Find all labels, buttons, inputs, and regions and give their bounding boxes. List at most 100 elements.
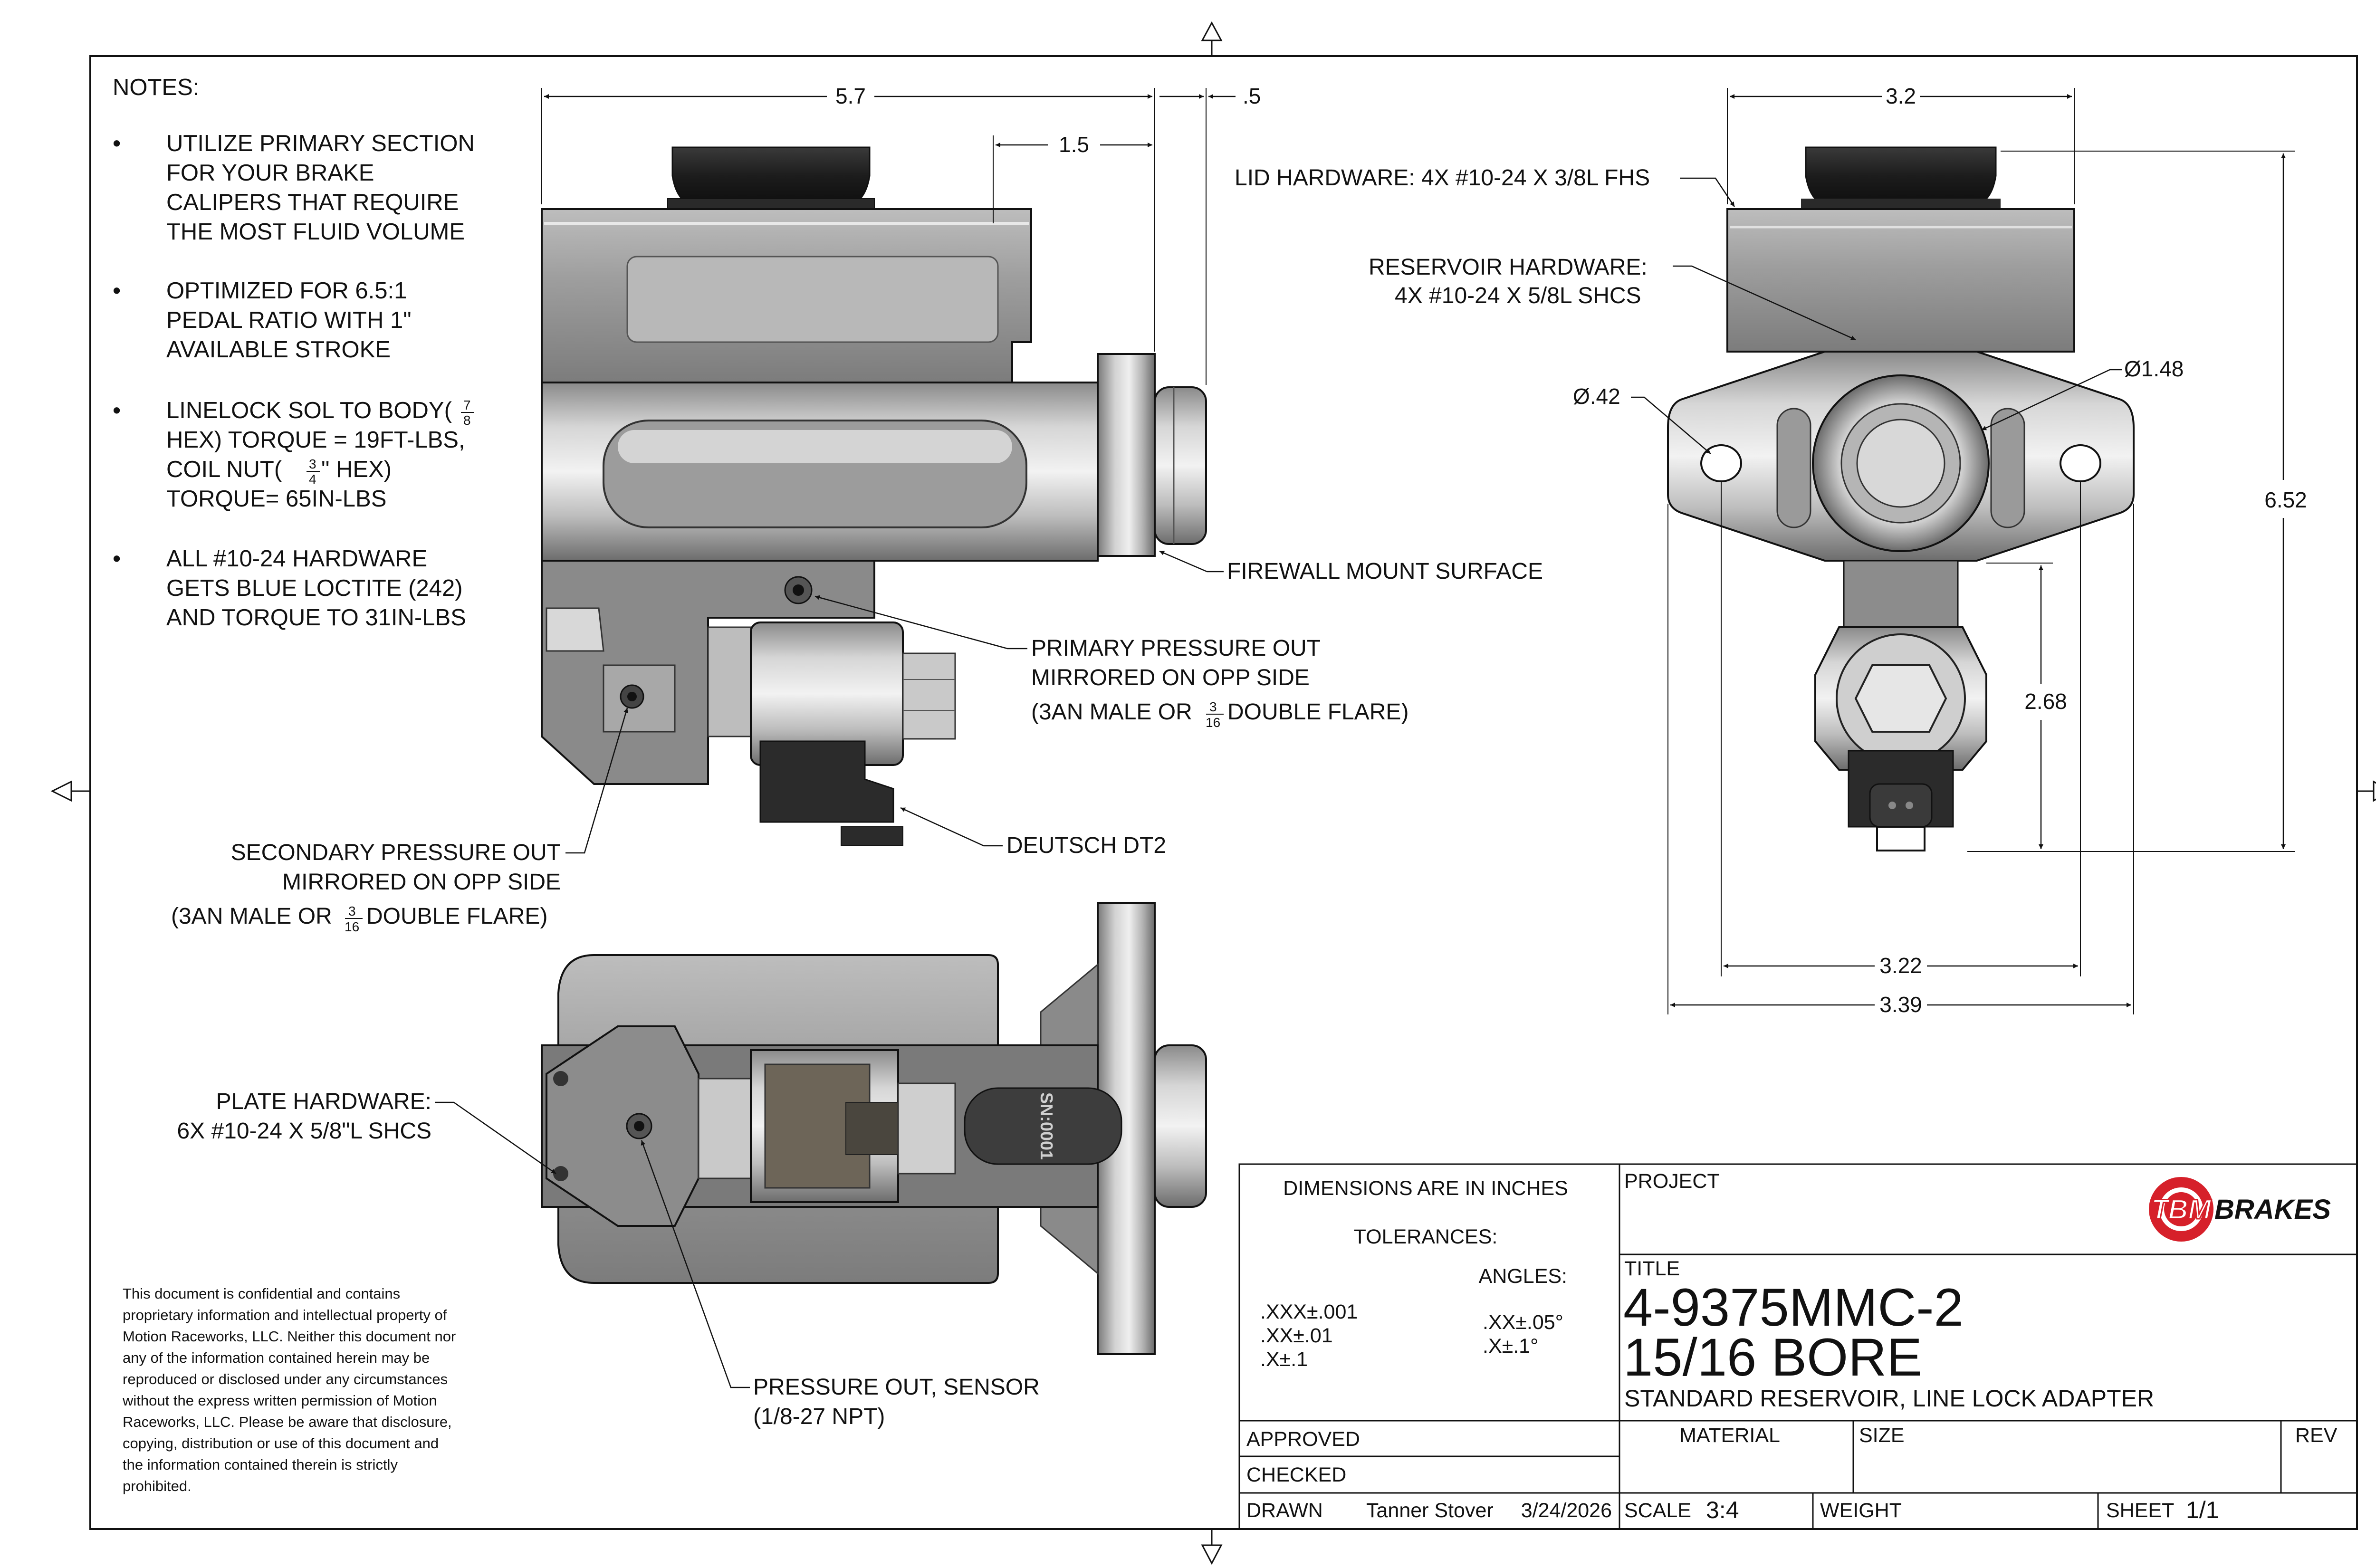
front-reservoir-cap (1805, 146, 1997, 206)
fraction-numerator: 3 (348, 904, 356, 918)
part-number: 4-9375MMC-2 (1623, 1278, 1964, 1337)
fraction-numerator: 3 (309, 457, 316, 471)
svg-text:proprietary information and in: proprietary information and intellectual… (123, 1307, 447, 1323)
note-3-line: COIL NUT( (166, 457, 282, 482)
front-view (1667, 146, 2135, 851)
tolerances-label: TOLERANCES: (1354, 1225, 1498, 1248)
note-4-line: GETS BLUE LOCTITE (242) (166, 575, 463, 601)
mount-hole-left (1700, 444, 1742, 482)
sheet-label: SHEET (2106, 1499, 2174, 1522)
callout-plate-hardware: PLATE HARDWARE: (216, 1089, 431, 1114)
note-bullet: • (113, 131, 121, 156)
svg-text:copying, distribution or use o: copying, distribution or use of this doc… (123, 1435, 439, 1452)
scale-label: SCALE (1624, 1499, 1691, 1522)
note-3-line: " HEX) (321, 457, 392, 482)
svg-text:any of the information contain: any of the information contained herein … (123, 1349, 430, 1366)
note-1-line: FOR YOUR BRAKE (166, 160, 374, 186)
title-block (1238, 1163, 2358, 1530)
callout-secondary-pressure: (3AN MALE OR (171, 904, 332, 929)
sheet-value: 1/1 (2186, 1497, 2219, 1523)
svg-text:reproduced or disclosed under: reproduced or disclosed under any circum… (123, 1371, 448, 1387)
rev-label: REV (2295, 1424, 2338, 1447)
logo-tbm: TBM (2151, 1194, 2212, 1225)
note-bullet: • (113, 398, 121, 423)
note-2-line: PEDAL RATIO WITH 1" (166, 307, 412, 333)
note-1-line: CALIPERS THAT REQUIRE (166, 190, 459, 215)
bottom-view: SN:0001 (541, 902, 1207, 1355)
title-block-text: DIMENSIONS ARE IN INCHES TOLERANCES: ANG… (1246, 1170, 2338, 1523)
angle-xx: .XX±.05° (1483, 1311, 1563, 1334)
fraction-numerator: 7 (463, 398, 471, 412)
tbm-brakes-logo: TBM BRAKES (2149, 1177, 2331, 1242)
dim-side-offset: .5 (1243, 84, 1261, 108)
side-view-dimensions: 5.7 1.5 .5 (541, 84, 1261, 385)
dim-front-lower: 2.68 (2024, 689, 2067, 714)
callout-deutsch: DEUTSCH DT2 (1006, 833, 1166, 858)
fraction-denominator: 16 (1206, 715, 1220, 730)
callout-primary-pressure: PRIMARY PRESSURE OUT (1031, 636, 1321, 661)
front-view-dimensions: 3.2 6.52 2.68 3.22 3.39 Ø.42 Ø1.48 (1573, 84, 2307, 1017)
callout-secondary-pressure: DOUBLE FLARE) (366, 904, 547, 929)
callout-primary-pressure: MIRRORED ON OPP SIDE (1031, 665, 1310, 690)
callout-reservoir-hardware: 4X #10-24 X 5/8L SHCS (1395, 283, 1641, 308)
dim-bore-dia: Ø1.48 (2124, 356, 2184, 381)
drawn-by: Tanner Stover (1366, 1499, 1494, 1522)
dim-side-length: 5.7 (835, 84, 866, 108)
notes-heading: NOTES: (113, 75, 199, 100)
notes-block: NOTES: • UTILIZE PRIMARY SECTION FOR YOU… (113, 75, 475, 631)
svg-text:prohibited.: prohibited. (123, 1478, 192, 1494)
note-4-line: ALL #10-24 HARDWARE (166, 546, 427, 572)
project-label: PROJECT (1624, 1170, 1720, 1193)
checked-label: CHECKED (1246, 1463, 1346, 1486)
callout-primary-pressure: DOUBLE FLARE) (1227, 699, 1408, 725)
tolerance-x: .X±.1 (1260, 1348, 1308, 1371)
svg-text:Raceworks, LLC. Please be awar: Raceworks, LLC. Please be aware that dis… (123, 1414, 452, 1430)
dim-hole-dia: Ø.42 (1573, 384, 1620, 409)
angles-label: ANGLES: (1479, 1265, 1567, 1288)
fraction-numerator: 3 (1209, 699, 1217, 714)
size-label: SIZE (1859, 1424, 1905, 1447)
side-view (541, 146, 1207, 846)
callout-primary-pressure: (3AN MALE OR (1031, 699, 1192, 725)
reservoir-cap (671, 146, 871, 206)
note-1-line: THE MOST FLUID VOLUME (166, 219, 465, 245)
note-1-line: UTILIZE PRIMARY SECTION (166, 131, 475, 156)
note-bullet: • (113, 278, 121, 304)
callout-pressure-sensor: PRESSURE OUT, SENSOR (753, 1375, 1040, 1400)
bore-size: 15/16 BORE (1623, 1328, 1922, 1387)
fraction-denominator: 4 (309, 472, 316, 487)
dim-front-overall: 3.39 (1879, 992, 1922, 1017)
svg-text:the information contained ther: the information contained therein is str… (123, 1456, 398, 1473)
weight-label: WEIGHT (1820, 1499, 1902, 1522)
callout-secondary-pressure: SECONDARY PRESSURE OUT (231, 840, 561, 865)
callout-reservoir-hardware: RESERVOIR HARDWARE: (1369, 255, 1648, 280)
approved-label: APPROVED (1246, 1428, 1360, 1451)
serial-number: SN:0001 (1037, 1092, 1056, 1160)
front-reservoir (1726, 208, 2075, 353)
firewall-flange (1097, 353, 1156, 557)
dim-front-width: 3.2 (1886, 84, 1916, 108)
callout-lid-hardware: LID HARDWARE: 4X #10-24 X 3/8L FHS (1235, 165, 1650, 191)
part-description: STANDARD RESERVOIR, LINE LOCK ADAPTER (1624, 1385, 2154, 1412)
note-3-line: LINELOCK SOL TO BODY( (166, 398, 452, 423)
angle-x: .X±.1° (1483, 1335, 1538, 1358)
drawn-date: 3/24/2026 (1521, 1499, 1612, 1522)
note-3-line: TORQUE= 65IN-LBS (166, 486, 386, 512)
svg-text:Motion Raceworks, LLC. Neither: Motion Raceworks, LLC. Neither this docu… (123, 1328, 456, 1345)
tolerance-xxx: .XXX±.001 (1260, 1300, 1358, 1323)
callout-firewall-mount: FIREWALL MOUNT SURFACE (1227, 559, 1543, 584)
svg-text:without the express written pe: without the express written permission o… (122, 1392, 437, 1409)
mount-hole-right (2060, 444, 2101, 482)
tolerance-xx: .XX±.01 (1260, 1324, 1333, 1347)
note-4-line: AND TORQUE TO 31IN-LBS (166, 605, 466, 631)
deutsch-connector (759, 740, 894, 823)
dim-front-holes: 3.22 (1879, 953, 1922, 978)
note-bullet: • (113, 546, 121, 572)
svg-text:This document is confidential: This document is confidential and contai… (123, 1285, 400, 1302)
note-3-line: HEX) TORQUE = 19FT-LBS, (166, 427, 465, 453)
dims-in-inches: DIMENSIONS ARE IN INCHES (1283, 1177, 1568, 1200)
note-2-line: OPTIMIZED FOR 6.5:1 (166, 278, 407, 304)
callout-plate-hardware: 6X #10-24 X 5/8"L SHCS (177, 1119, 431, 1144)
callouts: LID HARDWARE: 4X #10-24 X 3/8L FHS RESER… (171, 165, 1856, 1429)
